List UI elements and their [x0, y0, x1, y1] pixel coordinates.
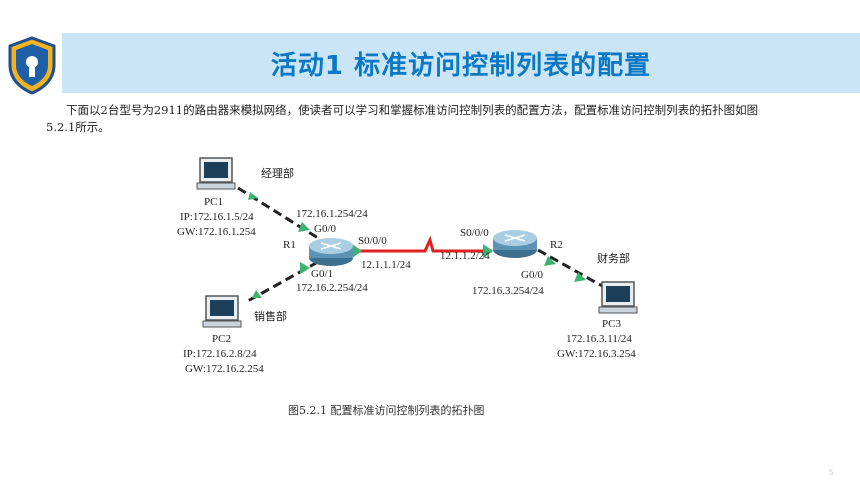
- port-marker-pc3: [574, 272, 586, 282]
- r2-g00-label: G0/0: [521, 269, 544, 281]
- pc2-name-label: PC2: [212, 333, 231, 345]
- r1-name-label: R1: [283, 239, 296, 251]
- port-marker-pc1: [248, 192, 258, 200]
- pc1-dept-label: 经理部: [261, 166, 294, 180]
- port-marker-r1-s000: [352, 244, 362, 258]
- pc1-name-label: PC1: [204, 196, 223, 208]
- r1-g01-ip-label: 172.16.2.254/24: [296, 282, 368, 294]
- port-marker-r2-g00: [544, 256, 556, 266]
- pc1-icon: [196, 157, 236, 190]
- pc1-gw-label: GW:172.16.1.254: [177, 226, 256, 238]
- r2-s000-ip-label: 12.1.1.2/24: [440, 250, 490, 262]
- link-r2-pc3: [537, 248, 605, 289]
- serial-link-r1-r2: [350, 235, 492, 253]
- pc3-ip-label: 172.16.3.11/24: [566, 333, 632, 345]
- page-title: 活动1 标准访问控制列表的配置: [270, 51, 652, 81]
- pc2-dept-label: 销售部: [254, 309, 287, 323]
- r1-s000-label: S0/0/0: [358, 235, 387, 247]
- port-marker-r1-g01: [300, 262, 310, 274]
- pc3-gw-label: GW:172.16.3.254: [557, 348, 636, 360]
- page-number: 5: [829, 468, 834, 477]
- port-marker-r2-s000: [483, 244, 493, 258]
- port-marker-r1-g00: [298, 222, 310, 232]
- pc3-name-label: PC3: [602, 318, 621, 330]
- figure-caption: 图5.2.1 配置标准访问控制列表的拓扑图: [288, 404, 485, 417]
- pc3-dept-label: 财务部: [597, 251, 630, 265]
- r1-s000-ip-label: 12.1.1.1/24: [361, 259, 411, 271]
- pc1-ip-label: IP:172.16.1.5/24: [180, 211, 254, 223]
- r2-name-label: R2: [550, 239, 563, 251]
- r2-s000-label: S0/0/0: [460, 227, 489, 239]
- r1-g01-label: G0/1: [311, 268, 333, 280]
- pc2-gw-label: GW:172.16.2.254: [185, 363, 264, 375]
- intro-paragraph: 下面以2台型号为2911的路由器来模拟网络，使读者可以学习和掌握标准访问控制列表…: [46, 103, 759, 134]
- port-marker-pc2: [252, 290, 262, 298]
- router-r2-icon: [493, 230, 537, 258]
- title-bar: 活动1 标准访问控制列表的配置: [62, 33, 860, 93]
- pc3-icon: [598, 281, 638, 314]
- pc2-icon: [202, 295, 242, 328]
- pc2-ip-label: IP:172.16.2.8/24: [183, 348, 257, 360]
- shield-lock-icon: [8, 36, 56, 95]
- r2-g00-ip-label: 172.16.3.254/24: [472, 285, 544, 297]
- r1-g00-ip-label: 172.16.1.254/24: [296, 208, 368, 220]
- r1-g00-label: G0/0: [314, 223, 337, 235]
- router-r1-icon: [309, 238, 353, 266]
